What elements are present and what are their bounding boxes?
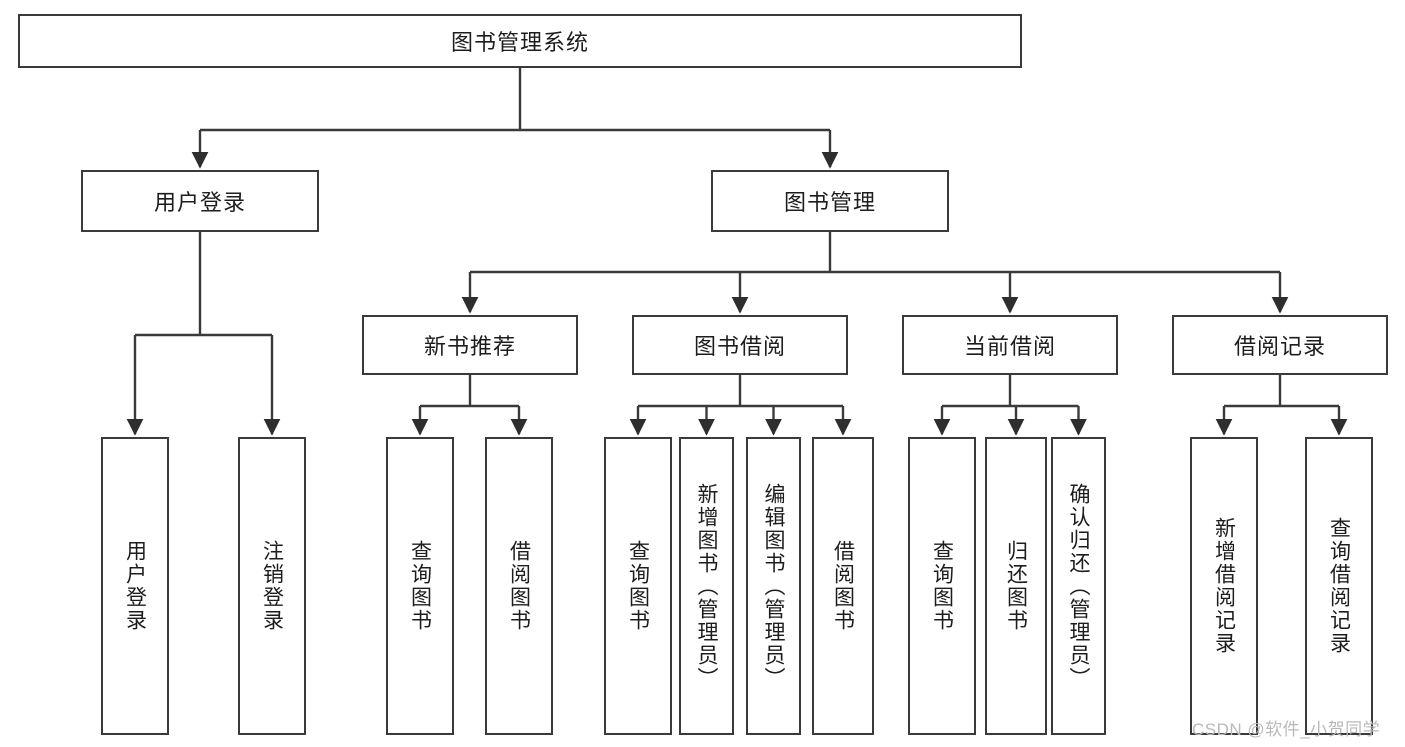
node-leaf-borrow-query-book[interactable]: 查询图书 <box>604 437 672 735</box>
node-label: 新书推荐 <box>423 334 516 359</box>
node-leaf-cur-confirm-return[interactable]: 确认归还（管理员） <box>1051 437 1106 735</box>
node-label: 查询借阅记录 <box>1327 517 1351 655</box>
node-book-manage[interactable]: 图书管理 <box>711 170 949 232</box>
node-leaf-rec-add-record[interactable]: 新增借阅记录 <box>1190 437 1258 735</box>
node-leaf-user-logout[interactable]: 注销登录 <box>238 437 306 735</box>
node-label: 查询图书 <box>626 540 650 632</box>
node-user-login[interactable]: 用户登录 <box>81 170 319 232</box>
node-label: 图书管理系统 <box>450 30 589 55</box>
csdn-watermark: CSDN @软件_小贺同学 <box>1192 720 1381 739</box>
node-new-book-rec[interactable]: 新书推荐 <box>362 315 578 375</box>
node-leaf-cur-return-book[interactable]: 归还图书 <box>985 437 1047 735</box>
node-label: 图书借阅 <box>693 334 786 359</box>
node-label: 用户登录 <box>153 190 246 215</box>
node-leaf-borrow-edit-book[interactable]: 编辑图书（管理员） <box>746 437 801 735</box>
node-label: 新增图书（管理员） <box>695 482 718 690</box>
node-label: 图书管理 <box>783 190 876 215</box>
node-label: 查询图书 <box>408 540 432 632</box>
node-label: 注销登录 <box>260 540 284 632</box>
node-label: 归还图书 <box>1004 540 1028 632</box>
node-leaf-borrow-add-book[interactable]: 新增图书（管理员） <box>679 437 734 735</box>
node-label: 借阅图书 <box>831 540 855 632</box>
node-leaf-rec-query-record[interactable]: 查询借阅记录 <box>1305 437 1373 735</box>
node-root[interactable]: 图书管理系统 <box>18 14 1022 68</box>
node-leaf-borrow-borrow-book[interactable]: 借阅图书 <box>812 437 874 735</box>
node-label: 编辑图书（管理员） <box>762 482 785 690</box>
node-current-borrow[interactable]: 当前借阅 <box>902 315 1118 375</box>
node-label: 借阅图书 <box>507 540 531 632</box>
node-label: 用户登录 <box>123 540 147 632</box>
node-label: 新增借阅记录 <box>1212 517 1236 655</box>
node-leaf-user-login[interactable]: 用户登录 <box>101 437 169 735</box>
node-book-borrow[interactable]: 图书借阅 <box>632 315 848 375</box>
node-label: 借阅记录 <box>1233 334 1326 359</box>
node-label: 查询图书 <box>930 540 954 632</box>
node-leaf-rec-borrow-book[interactable]: 借阅图书 <box>485 437 553 735</box>
node-label: 当前借阅 <box>963 334 1056 359</box>
node-leaf-cur-query-book[interactable]: 查询图书 <box>908 437 976 735</box>
node-label: 确认归还（管理员） <box>1067 482 1090 690</box>
node-leaf-rec-query-book[interactable]: 查询图书 <box>386 437 454 735</box>
node-borrow-record[interactable]: 借阅记录 <box>1172 315 1388 375</box>
